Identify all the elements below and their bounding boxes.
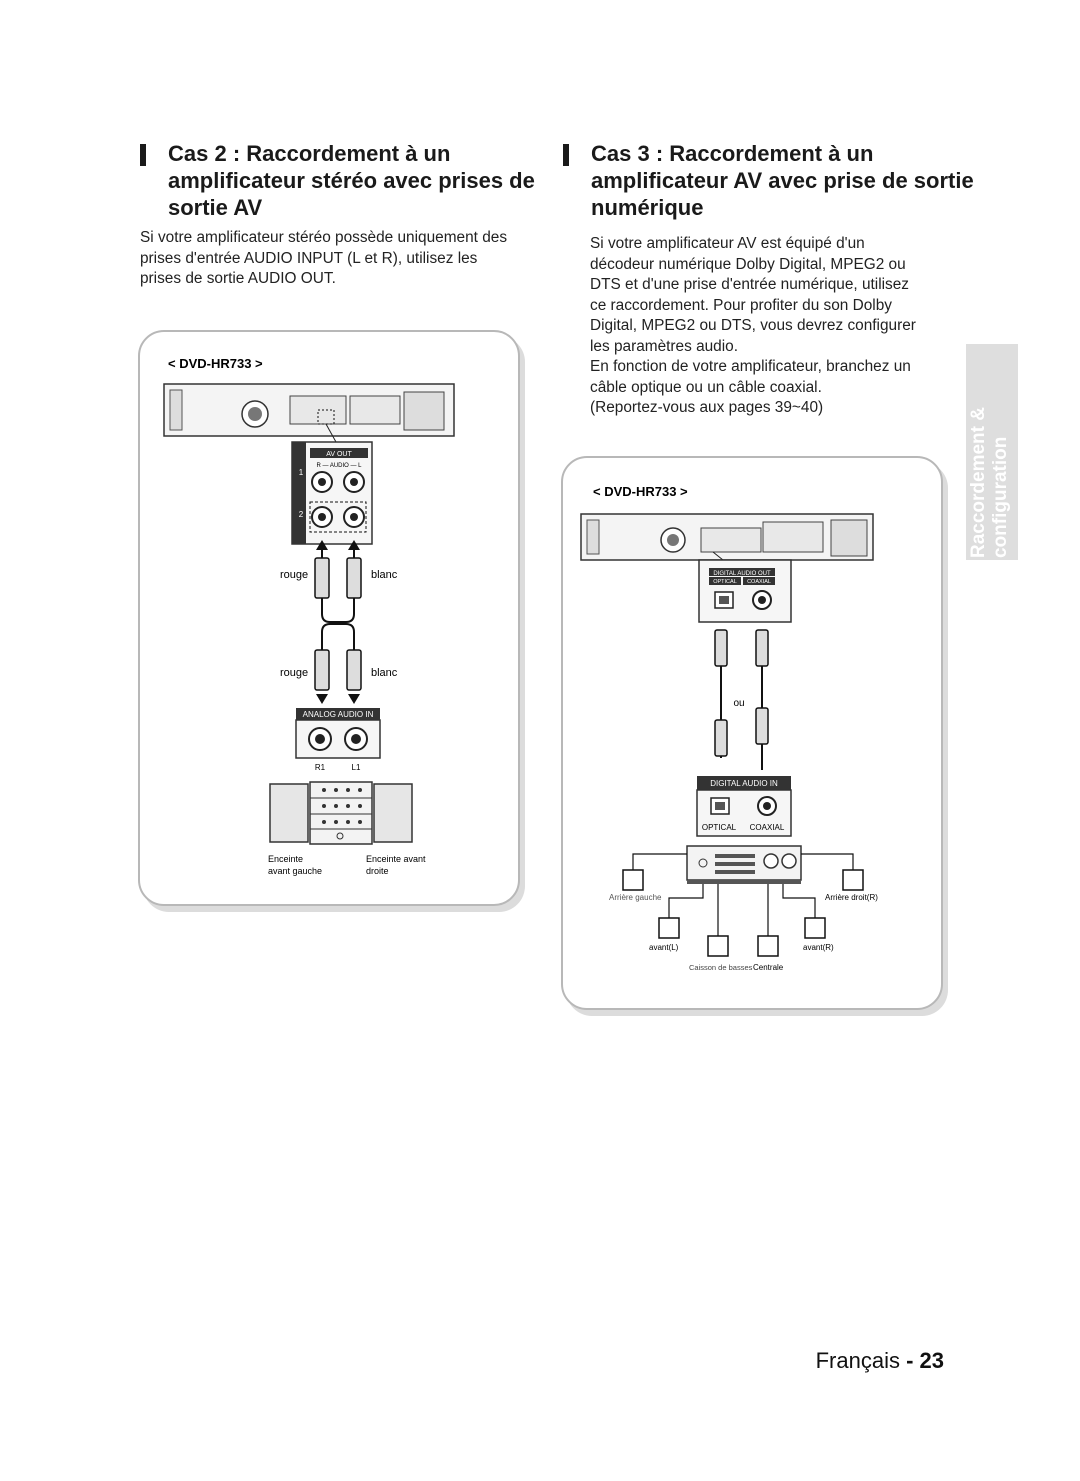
chapter-side-tab: Raccordement & configuration — [966, 344, 1018, 560]
speaker-label: droite — [366, 866, 389, 876]
speaker-label: Enceinte — [268, 854, 303, 864]
digital-cables — [714, 629, 769, 770]
model-label: < DVD-HR733 > — [593, 484, 688, 499]
body-line: (Reportez-vous aux pages 39~40) — [590, 399, 824, 416]
title-line: sortie AV — [168, 195, 263, 220]
body-line: prises d'entrée AUDIO INPUT (L et R), ut… — [140, 249, 478, 267]
digital-audio-out-panel: DIGITAL AUDIO OUT OPTICAL COAXIAL — [698, 559, 792, 623]
digital-connection-diagram: < DVD-HR733 > DIGITAL AUDIO OUT OPTICAL … — [580, 484, 878, 972]
body-line: Digital, MPEG2 ou DTS, vous devrez confi… — [590, 317, 916, 334]
av-amplifier — [686, 845, 802, 884]
speaker-label: Arrière gauche — [609, 893, 662, 902]
optical-label: OPTICAL — [713, 579, 737, 585]
speaker-label: Centrale — [753, 963, 784, 972]
optical-label: OPTICAL — [702, 823, 737, 832]
side-tab-line: configuration — [990, 436, 1011, 558]
body-line: prises de sortie AUDIO OUT. — [140, 270, 336, 287]
stereo-connection-diagram: < DVD-HR733 > 1 2 AV OUT R — AUDIO — L — [163, 356, 455, 876]
speaker-label: Arrière droit(R) — [825, 893, 878, 902]
analog-audio-in-panel: ANALOG AUDIO IN R1 L1 — [295, 708, 381, 772]
jack-r-label: R1 — [315, 763, 326, 772]
footer-language: Français — [815, 1348, 900, 1373]
page-footer: Français - 23 — [816, 1348, 944, 1374]
av-out-jack-panel: 1 2 AV OUT R — AUDIO — L — [291, 441, 373, 545]
dvd-recorder-rear — [580, 513, 874, 561]
analog-audio-in-label: ANALOG AUDIO IN — [303, 710, 374, 719]
model-label: < DVD-HR733 > — [168, 356, 263, 371]
body-line: Si votre amplificateur AV est équipé d'u… — [590, 235, 865, 252]
digital-audio-out-label: DIGITAL AUDIO OUT — [713, 571, 771, 577]
diagram-panel-av-amp: < DVD-HR733 > DIGITAL AUDIO OUT OPTICAL … — [561, 456, 943, 1010]
coaxial-label: COAXIAL — [750, 823, 785, 832]
jack-l-label: L1 — [352, 763, 361, 772]
title-line: numérique — [591, 195, 704, 220]
stereo-system — [269, 781, 413, 845]
speakers — [622, 869, 864, 957]
or-label: ou — [733, 698, 744, 709]
body-line: Si votre amplificateur stéréo possède un… — [140, 229, 508, 246]
right-section-body: Si votre amplificateur AV est équipé d'u… — [590, 234, 960, 419]
body-line: ce raccordement. Pour profiter du son Do… — [590, 296, 892, 314]
title-line: amplificateur stéréo avec prises de — [168, 168, 535, 193]
right-section-title: Cas 3 : Raccordement à un amplificateur … — [563, 140, 974, 221]
coaxial-label: COAXIAL — [747, 579, 771, 585]
speaker-label: Enceinte avant — [366, 854, 426, 864]
page-number: 23 — [919, 1348, 944, 1373]
left-section-title: Cas 2 : Raccordement à un amplificateur … — [140, 140, 535, 221]
diagram-panel-stereo: < DVD-HR733 > 1 2 AV OUT R — AUDIO — L — [138, 330, 520, 906]
side-tab-label: Raccordement & configuration — [968, 407, 1012, 558]
jack-row-label: 1 — [299, 468, 304, 477]
digital-audio-in-panel: DIGITAL AUDIO IN OPTICAL COAXIAL — [696, 776, 792, 837]
body-line: décodeur numérique Dolby Digital, MPEG2 … — [590, 255, 906, 273]
speaker-wires — [632, 853, 854, 936]
digital-audio-in-label: DIGITAL AUDIO IN — [710, 779, 778, 788]
av-out-label: AV OUT — [326, 451, 352, 458]
title-line: Cas 3 : Raccordement à un — [591, 141, 874, 166]
speaker-label: avant gauche — [268, 866, 322, 876]
audio-rl-label: R — AUDIO — L — [316, 463, 362, 469]
side-tab-line: Raccordement & — [968, 407, 989, 558]
cable-color-label: rouge — [280, 569, 308, 581]
rca-cable — [314, 557, 362, 691]
title-line: amplificateur AV avec prise de sortie — [591, 168, 974, 193]
speaker-label: avant(R) — [803, 943, 834, 952]
speaker-label: avant(L) — [649, 943, 679, 952]
body-line: En fonction de votre amplificateur, bran… — [590, 358, 911, 375]
jack-row-label: 2 — [299, 510, 304, 519]
left-section-body: Si votre amplificateur stéréo possède un… — [140, 228, 540, 290]
cable-color-label: blanc — [371, 667, 398, 679]
cable-color-label: blanc — [371, 569, 398, 581]
body-line: les paramètres audio. — [590, 337, 738, 355]
body-line: DTS et d'une prise d'entrée numérique, u… — [590, 276, 909, 293]
cable-color-label: rouge — [280, 667, 308, 679]
body-line: câble optique ou un câble coaxial. — [590, 378, 822, 396]
title-line: Cas 2 : Raccordement à un — [168, 141, 451, 166]
section-bar-marker — [140, 144, 146, 166]
dvd-recorder-rear — [163, 383, 455, 437]
section-bar-marker — [563, 144, 569, 166]
footer-separator: - — [899, 1348, 920, 1373]
speaker-label: Caisson de basses — [689, 963, 753, 972]
